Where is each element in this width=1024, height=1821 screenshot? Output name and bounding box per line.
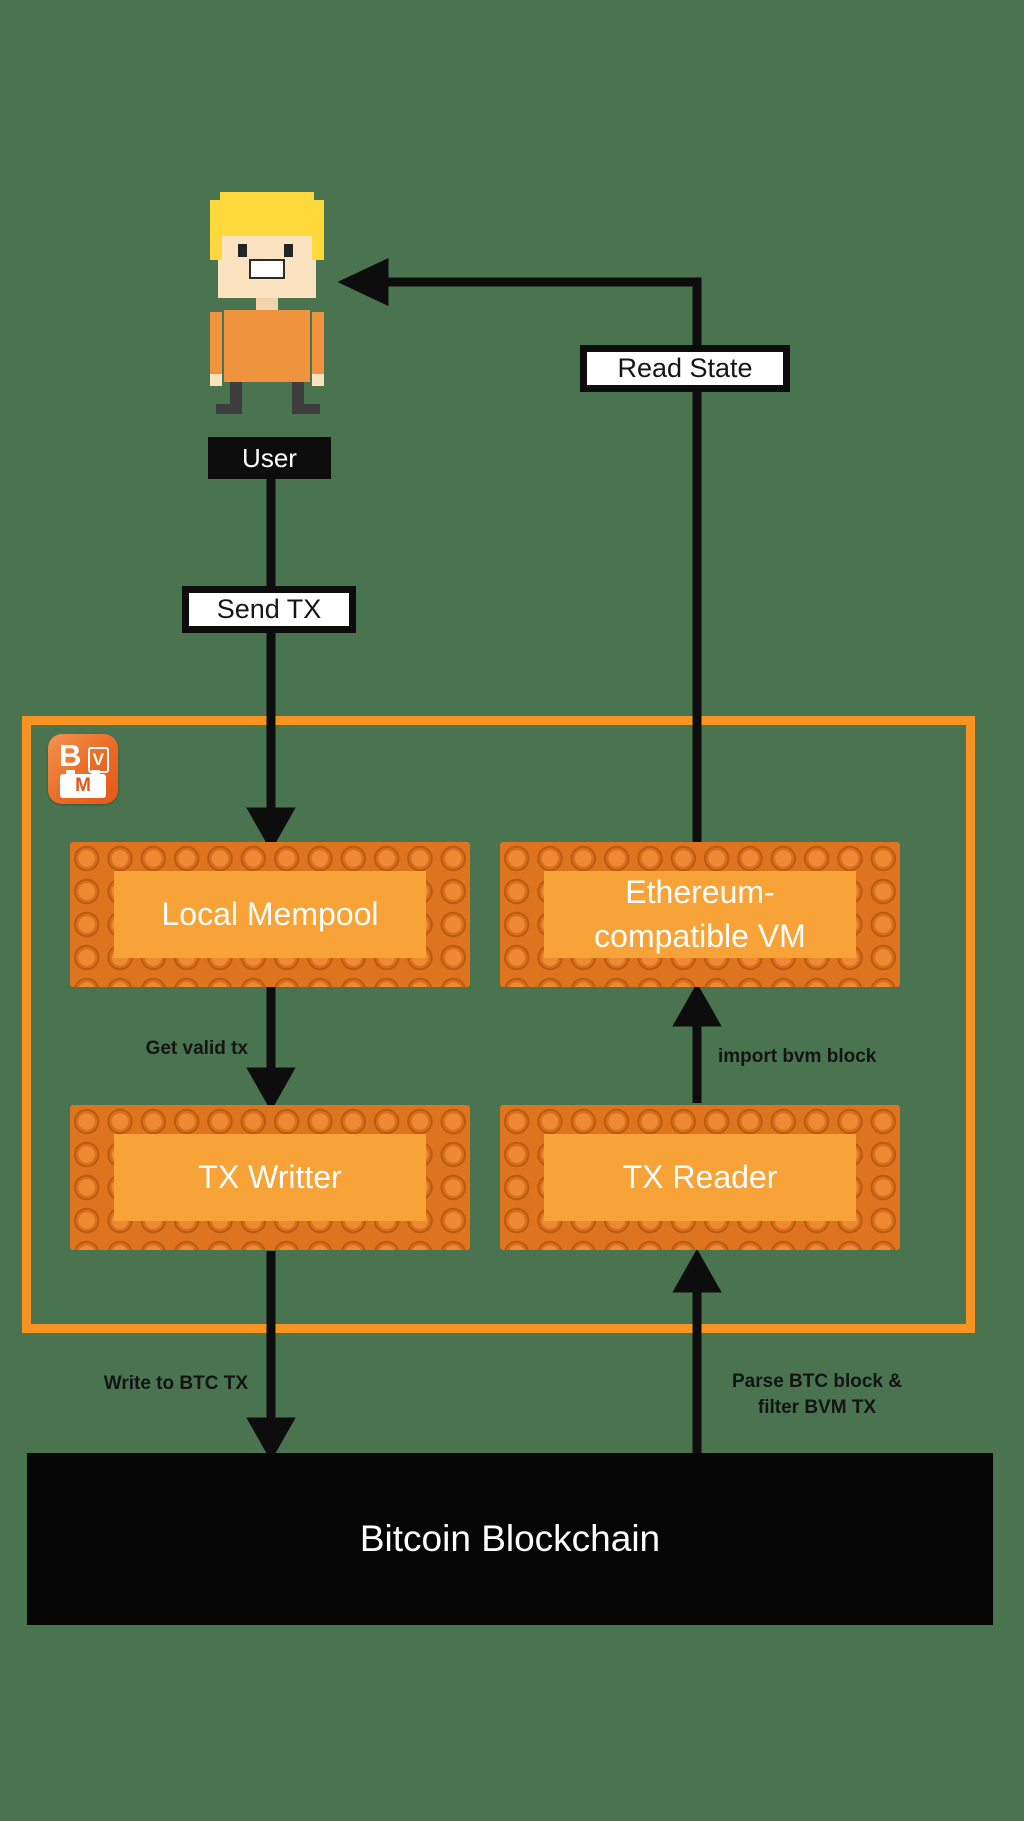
avatar-leg-left (230, 382, 242, 414)
node-ethereum-vm-line1: Ethereum- (625, 874, 775, 911)
bvm-logo-brick: M (60, 770, 106, 798)
arrow-write-btc-head (246, 1417, 296, 1462)
node-tx-writter-panel: TX Writter (114, 1134, 426, 1221)
read-state-text: Read State (617, 353, 753, 383)
parse-btc-block-line1: Parse BTC block & (732, 1371, 902, 1392)
import-bvm-block-label: import bvm block (718, 1046, 877, 1067)
avatar-eye-left (238, 244, 247, 257)
node-tx-reader-label: TX Reader (622, 1158, 778, 1195)
bvm-logo-letter-b: B (59, 738, 82, 773)
avatar-foot-right (302, 404, 320, 414)
parse-btc-block-label: Parse BTC block & filter BVM TX (712, 1369, 922, 1420)
user-label-text: User (242, 442, 297, 473)
bvm-logo: B V M (48, 734, 118, 804)
node-ethereum-vm-line2: compatible VM (594, 917, 806, 954)
avatar-hand-left (210, 374, 222, 386)
node-tx-reader-panel: TX Reader (544, 1134, 856, 1221)
avatar-leg-right (292, 382, 304, 414)
parse-btc-block-line2: filter BVM TX (757, 1396, 877, 1418)
get-valid-tx-label: Get valid tx (145, 1038, 248, 1059)
node-tx-writter-label: TX Writter (198, 1158, 342, 1195)
node-tx-reader: TX Reader (500, 1105, 900, 1250)
user-avatar-pixel-art (210, 192, 324, 414)
node-local-mempool-label: Local Mempool (161, 895, 379, 932)
node-local-mempool: Local Mempool (70, 842, 470, 987)
node-bitcoin-blockchain-label: Bitcoin Blockchain (359, 1518, 661, 1559)
avatar-foot-left (216, 404, 232, 414)
avatar-neck (256, 298, 278, 312)
node-ethereum-vm-panel: Ethereum- compatible VM (544, 871, 856, 958)
avatar-eye-right (284, 244, 293, 257)
write-to-btc-tx-label: Write to BTC TX (103, 1373, 248, 1394)
arrow-read-state-head (337, 257, 389, 307)
avatar-hand-right (312, 374, 324, 386)
send-tx-label: Send TX (182, 586, 356, 633)
node-tx-writter: TX Writter (70, 1105, 470, 1250)
avatar-arm-right (312, 312, 324, 374)
user-label: User (208, 437, 331, 479)
avatar-mouth (249, 259, 285, 279)
avatar-shirt (224, 310, 310, 382)
node-ethereum-vm: Ethereum- compatible VM (500, 842, 900, 987)
send-tx-text: Send TX (216, 594, 322, 624)
read-state-label: Read State (580, 345, 790, 392)
node-local-mempool-panel: Local Mempool (114, 871, 426, 958)
avatar-hair (210, 200, 324, 236)
node-bitcoin-blockchain: Bitcoin Blockchain (27, 1453, 993, 1625)
avatar-arm-left (210, 312, 222, 374)
bvm-logo-letter-m: M (75, 775, 91, 796)
